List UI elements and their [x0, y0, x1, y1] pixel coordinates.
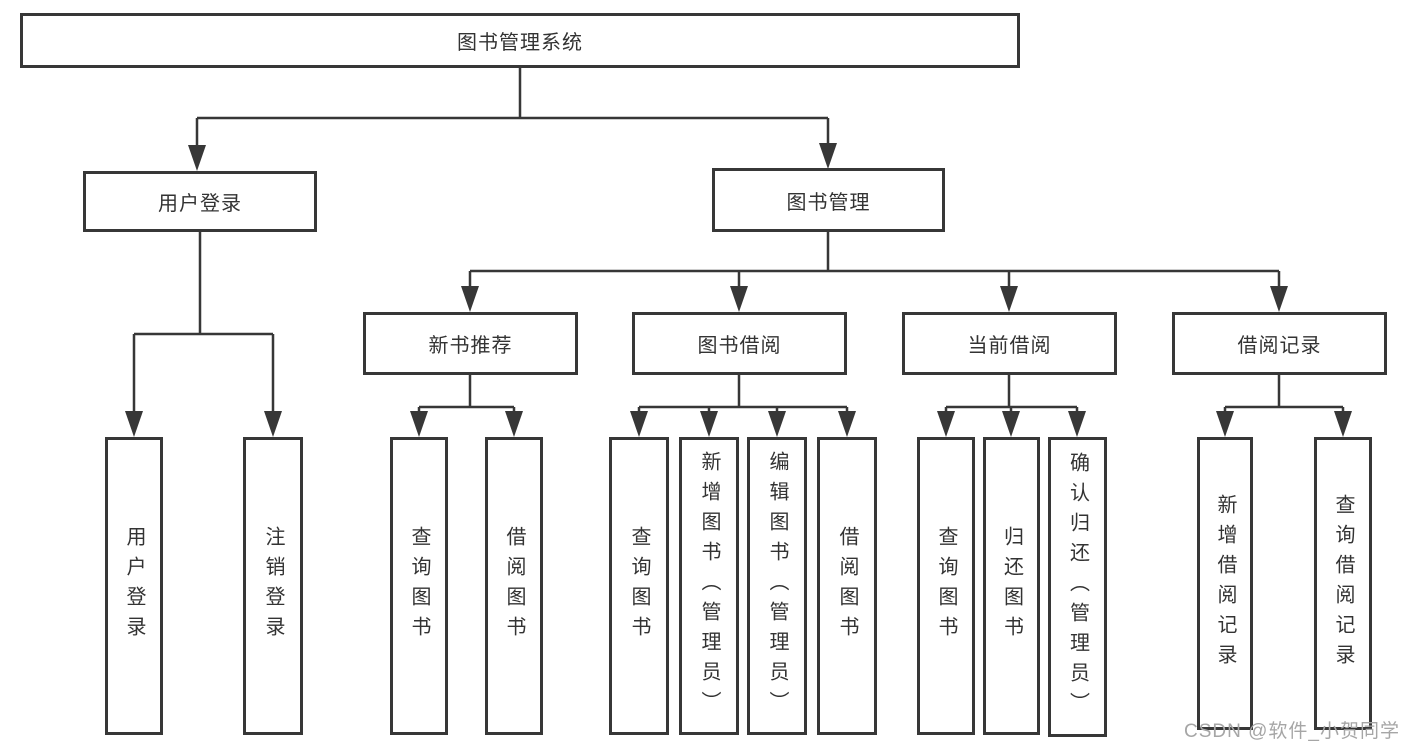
- leaf-label: 注销登录: [262, 526, 284, 646]
- leaf-query-borrow-record: 查询借阅记录: [1314, 437, 1372, 730]
- node-user-login: 用户登录: [83, 171, 317, 232]
- node-label: 借阅记录: [1237, 335, 1322, 357]
- leaf-query-books: 查询图书: [390, 437, 448, 735]
- leaf-label: 查询图书: [408, 526, 430, 646]
- leaf-confirm-return-admin: 确认归还（管理员）: [1048, 437, 1107, 737]
- csdn-watermark: CSDN @软件_小贺同学: [1184, 721, 1400, 742]
- leaf-label: 借阅图书: [836, 526, 858, 646]
- node-label: 用户登录: [158, 193, 242, 215]
- leaf-user-login: 用户登录: [105, 437, 163, 735]
- node-label: 当前借阅: [967, 335, 1052, 357]
- node-borrow-records: 借阅记录: [1172, 312, 1387, 375]
- node-current-borrow: 当前借阅: [902, 312, 1117, 375]
- leaf-add-book-admin: 新增图书（管理员）: [679, 437, 739, 735]
- leaf-label: 借阅图书: [503, 526, 525, 646]
- node-label: 图书管理系统: [457, 32, 583, 54]
- node-book-management: 图书管理: [712, 168, 945, 232]
- node-label: 图书借阅: [697, 335, 782, 357]
- leaf-logout: 注销登录: [243, 437, 303, 735]
- arrowheads: [125, 143, 1352, 437]
- leaf-label: 查询借阅记录: [1332, 493, 1354, 674]
- leaf-borrow-books: 借阅图书: [485, 437, 543, 735]
- leaf-add-borrow-record: 新增借阅记录: [1197, 437, 1253, 730]
- leaf-label: 编辑图书（管理员）: [766, 451, 788, 721]
- node-label: 新书推荐: [428, 335, 513, 357]
- leaf-label: 用户登录: [123, 526, 145, 646]
- node-new-book-recommend: 新书推荐: [363, 312, 578, 375]
- leaf-query-books: 查询图书: [917, 437, 975, 735]
- leaf-label: 新增图书（管理员）: [698, 451, 720, 721]
- leaf-label: 新增借阅记录: [1214, 493, 1236, 674]
- leaf-return-books: 归还图书: [983, 437, 1040, 735]
- node-library-management-system: 图书管理系统: [20, 13, 1020, 68]
- leaf-label: 确认归还（管理员）: [1066, 452, 1089, 722]
- leaf-edit-book-admin: 编辑图书（管理员）: [747, 437, 807, 735]
- leaf-label: 归还图书: [1000, 526, 1023, 646]
- leaf-label: 查询图书: [628, 526, 650, 646]
- leaf-query-books: 查询图书: [609, 437, 669, 735]
- leaf-label: 查询图书: [935, 526, 957, 646]
- node-label: 图书管理: [786, 191, 871, 214]
- node-book-borrow: 图书借阅: [632, 312, 847, 375]
- leaf-borrow-books: 借阅图书: [817, 437, 877, 735]
